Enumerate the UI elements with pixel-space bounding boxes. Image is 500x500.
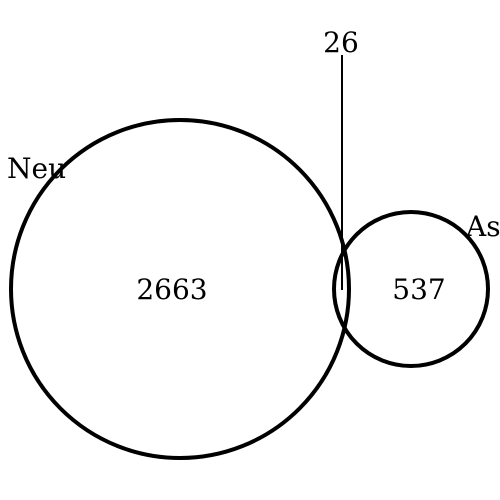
- set-neu-only-count: 2663: [136, 273, 207, 306]
- set-as-circle: [332, 210, 490, 368]
- intersection-count: 26: [323, 26, 359, 59]
- set-neu-circle: [9, 118, 351, 460]
- set-as-only-count: 537: [392, 273, 445, 306]
- set-as-label: As: [465, 210, 500, 243]
- set-neu-label: Neu: [7, 152, 66, 185]
